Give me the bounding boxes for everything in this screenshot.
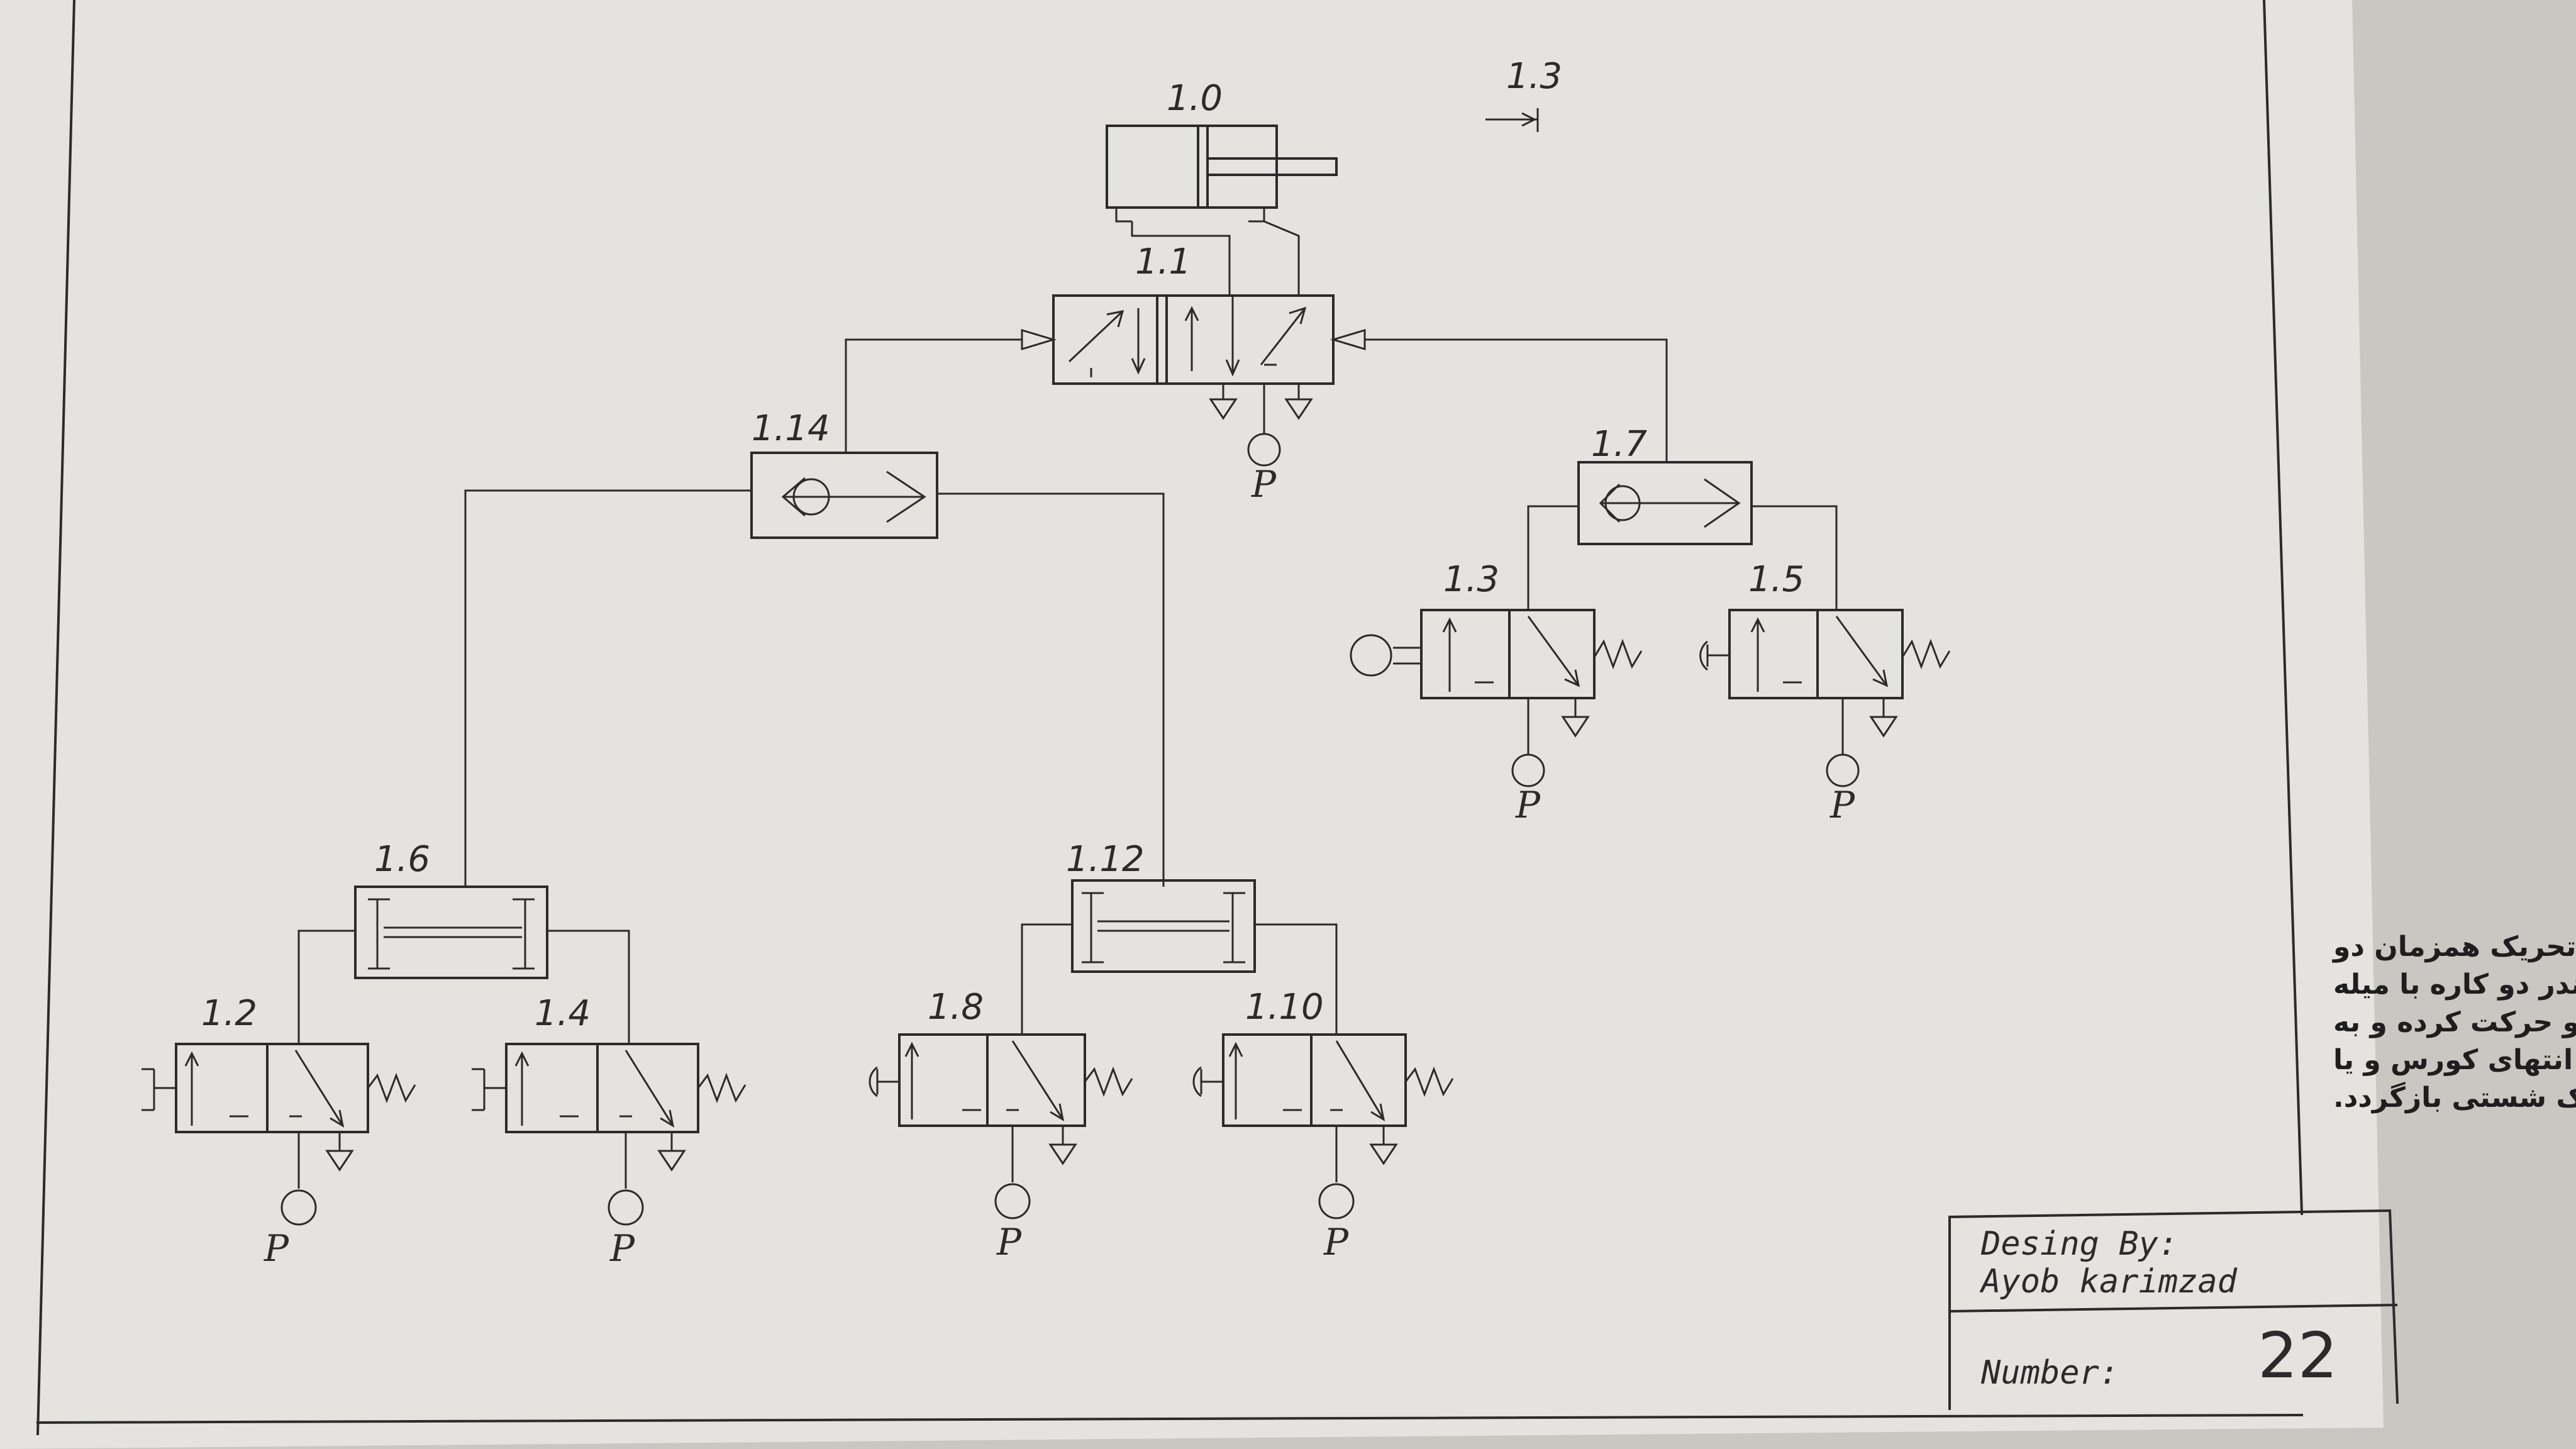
- valve-1-8-pressure: P: [996, 1221, 1022, 1263]
- line-and-left-a: [297, 930, 355, 1044]
- limit-switch-marker: [1485, 108, 1539, 132]
- design-by-label: Desing By:: [1980, 1225, 2178, 1263]
- valve-1-8-pushbutton: [869, 1033, 1133, 1219]
- double-acting-cylinder: [1106, 125, 1338, 223]
- valve-1-3-roller: [1350, 609, 1643, 787]
- drawing-border: [36, 0, 2304, 1436]
- line-to-1-5: [1752, 505, 1838, 610]
- and-left-label: 1.6: [374, 839, 430, 880]
- main-valve-label: 1.1: [1135, 242, 1191, 282]
- main-valve-pressure: P: [1251, 463, 1277, 506]
- line-to-and-right: [937, 492, 1165, 887]
- valve-1-4-pedal: [472, 1043, 747, 1226]
- task-line: شستی و یا دو پدال سیلندر دو کاره با میله: [2333, 969, 2576, 1001]
- task-line: طور اتوماتیک پس از رسیدن به انتهای کورس …: [2333, 1044, 2576, 1076]
- line-cyl-b: [1263, 220, 1300, 296]
- shuttle-valve-right: [1577, 461, 1753, 545]
- task-line: مداری طراحی کنید که با تحریک همزمان دو: [2332, 931, 2576, 963]
- number-label: Number:: [1980, 1354, 2119, 1392]
- line-to-1-3: [1527, 505, 1579, 610]
- line-and-right-a: [1021, 923, 1072, 1035]
- task-line: پیستون یک طرفه به سمت جلو حرکت کرده و به: [2333, 1006, 2576, 1038]
- valve-1-8-label: 1.8: [928, 987, 984, 1028]
- valve-1-4-label: 1.4: [535, 993, 591, 1034]
- valve-1-2-pressure: P: [264, 1227, 289, 1270]
- cylinder-label: 1.0: [1167, 78, 1223, 119]
- valve-1-4-pressure: P: [609, 1227, 635, 1270]
- shuttle-valve-left: [750, 452, 938, 539]
- line-and-right-b: [1255, 923, 1338, 1035]
- line-and-left-b: [547, 930, 630, 1044]
- valve-1-5-pressure: P: [1829, 784, 1855, 826]
- shuttle-left-label: 1.14: [752, 408, 830, 449]
- title-block: [1948, 1209, 2399, 1410]
- line-shuttle-left-to-pilot: [845, 338, 1022, 453]
- valve-1-2-label: 1.2: [201, 993, 257, 1034]
- valve-1-3-pressure: P: [1515, 784, 1541, 826]
- task-description: مداری طراحی کنید که با تحریک همزمان دو ش…: [2332, 931, 2576, 1114]
- valve-1-2-pedal: [142, 1043, 416, 1226]
- line-to-and-left: [464, 489, 752, 887]
- sheet-number: 22: [2258, 1319, 2338, 1392]
- valve-1-10-label: 1.10: [1245, 987, 1324, 1028]
- shuttle-right-label: 1.7: [1591, 424, 1647, 465]
- limit-marker-label: 1.3: [1506, 56, 1562, 97]
- line-cyl-a: [1131, 221, 1231, 296]
- valve-1-10-pushbutton: [1192, 1033, 1454, 1219]
- and-right-label: 1.12: [1066, 839, 1145, 880]
- and-valve-right: [1071, 879, 1256, 973]
- valve-1-10-pressure: P: [1323, 1221, 1349, 1263]
- designer-name: Ayob karimzad: [1979, 1263, 2238, 1301]
- paper: [0, 0, 2384, 1449]
- valve-1-3-label: 1.3: [1443, 559, 1499, 600]
- valve-1-5-pushbutton: [1699, 609, 1951, 787]
- and-valve-left: [354, 886, 548, 979]
- valve-1-5-label: 1.5: [1748, 559, 1804, 600]
- line-shuttle-right-to-pilot: [1365, 338, 1668, 462]
- task-line: در هر لحظه دلخواه با تحریک یک شستی بازگر…: [2333, 1081, 2576, 1114]
